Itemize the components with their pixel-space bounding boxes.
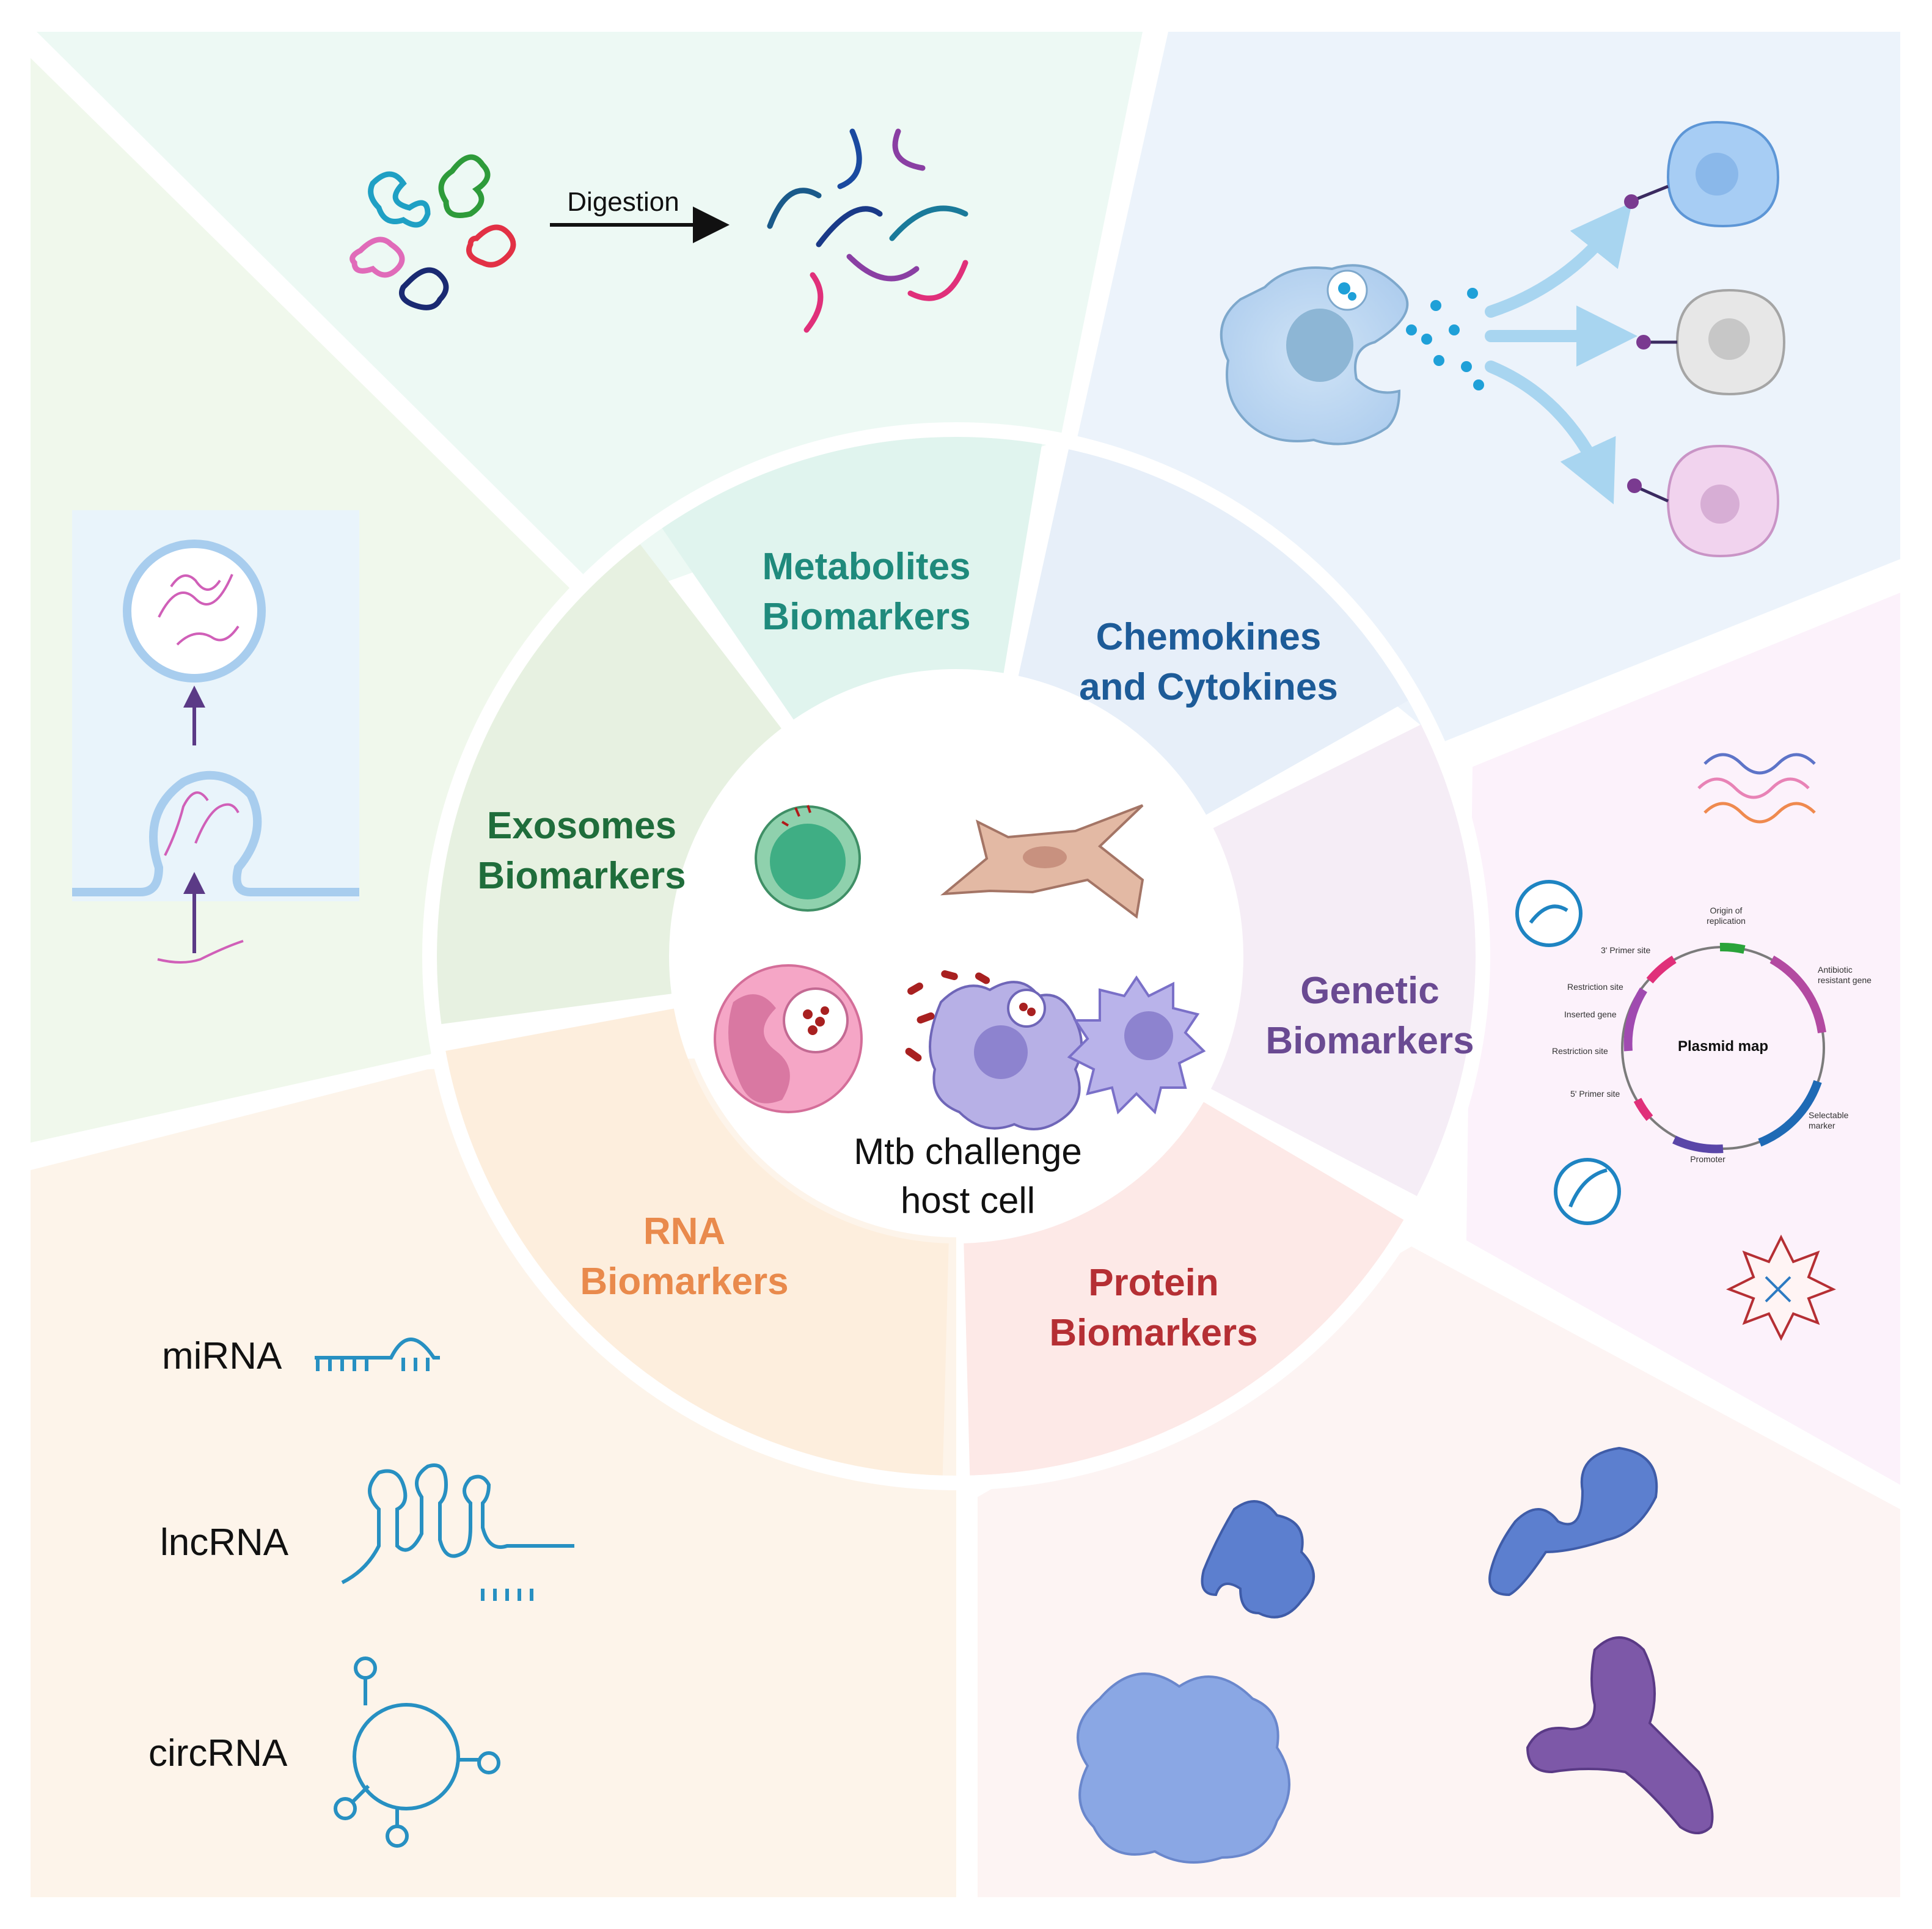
mirna-hairpin-icon <box>315 1338 440 1371</box>
rna-label-line1: RNA <box>643 1210 725 1253</box>
target-cell-icon <box>1636 288 1786 396</box>
exosome-vesicle-icon <box>123 540 266 683</box>
protein-blob-icon <box>1488 1446 1658 1597</box>
infected-macrophage-icon <box>905 970 1083 1130</box>
folded-molecule-icon <box>349 154 516 310</box>
plasmid-antibiotic-line2: resistant gene <box>1818 975 1872 985</box>
metabolites-label-line2: Biomarkers <box>762 596 970 638</box>
dna-damage-icon <box>1726 1234 1836 1341</box>
genetic-illustration: Plasmid map Origin of replication Antibi… <box>1515 753 1872 1341</box>
chemokines-illustration <box>1220 120 1786 558</box>
dna-scan-icon <box>1515 880 1583 947</box>
lncrna-icon <box>341 1463 574 1601</box>
protein-blob-icon <box>1526 1636 1714 1834</box>
plasmid-primer5: 5' Primer site <box>1570 1089 1620 1099</box>
fibroblast-icon <box>940 804 1144 919</box>
rna-illustration: miRNA lncRNA circRNA <box>148 1335 574 1848</box>
molecule-fragment-icon <box>767 128 968 333</box>
center-cells: Mtb challenge host cell <box>714 804 1206 1221</box>
budding-membrane-icon <box>72 771 359 896</box>
protein-label-line2: Biomarkers <box>1049 1312 1257 1354</box>
exosomes-illustration <box>72 510 359 964</box>
plasmid-title: Plasmid map <box>1678 1038 1768 1055</box>
protein-illustration <box>1077 1446 1714 1864</box>
plasmid-primer3: 3' Primer site <box>1601 945 1650 955</box>
dendritic-cell-icon <box>1067 975 1206 1115</box>
mirna-label: miRNA <box>162 1335 282 1377</box>
plasmid-map: Plasmid map Origin of replication Antibi… <box>1552 906 1872 1164</box>
rna-sector <box>445 1008 949 1476</box>
plasmid-origin-line1: Origin of <box>1710 906 1743 915</box>
plasmid-origin-line2: replication <box>1707 916 1746 926</box>
plasmid-restriction-bottom: Restriction site <box>1552 1046 1608 1056</box>
lymphocyte-icon <box>755 805 861 912</box>
dna-strand-icon <box>1697 753 1816 824</box>
circrna-label: circRNA <box>148 1732 288 1774</box>
lncrna-label: lncRNA <box>160 1521 289 1564</box>
rna-strand <box>157 940 244 964</box>
target-cell-icon <box>1627 444 1780 558</box>
metabolites-label-line1: Metabolites <box>762 546 970 588</box>
metabolites-sector <box>662 437 1042 720</box>
genetic-label-line1: Genetic <box>1300 970 1439 1012</box>
exosomes-label-line2: Biomarkers <box>477 855 686 897</box>
rna-label-line2: Biomarkers <box>580 1261 788 1303</box>
neutrophil-icon <box>714 964 863 1113</box>
plasmid-inserted: Inserted gene <box>1564 1009 1617 1019</box>
exosomes-sector <box>437 544 781 1024</box>
target-cell-icon <box>1624 120 1780 228</box>
sector-labels: Metabolites Biomarkers Chemokines and Cy… <box>477 546 1474 1354</box>
center-title-line2: host cell <box>901 1180 1035 1221</box>
signal-arrows <box>1485 202 1637 505</box>
ring-border <box>422 422 1490 1490</box>
plasmid-promoter: Promoter <box>1690 1154 1725 1164</box>
chemokines-label-line1: Chemokines <box>1096 616 1322 658</box>
protein-blob-icon <box>1201 1500 1315 1619</box>
plasmid-antibiotic-line1: Antibiotic <box>1818 965 1853 975</box>
plasmid-selectable-line1: Selectable <box>1809 1110 1849 1120</box>
chemokines-label-line2: and Cytokines <box>1079 666 1338 708</box>
genetic-label-line2: Biomarkers <box>1265 1020 1474 1062</box>
genetic-sector <box>1210 724 1476 1196</box>
protein-label-line1: Protein <box>1088 1262 1219 1304</box>
protein-sector <box>964 1102 1404 1476</box>
dna-scan-icon <box>1554 1158 1621 1225</box>
macrophage-icon <box>1220 264 1484 445</box>
ring-sectors <box>422 422 1490 1490</box>
chemokines-sector <box>1018 449 1408 815</box>
exosomes-label-line1: Exosomes <box>487 805 676 847</box>
center-title-line1: Mtb challenge <box>854 1131 1082 1172</box>
plasmid-selectable-line2: marker <box>1809 1121 1835 1130</box>
metabolites-illustration: Digestion <box>349 128 968 333</box>
protein-blob-icon <box>1077 1672 1290 1864</box>
plasmid-restriction-top: Restriction site <box>1567 982 1623 992</box>
digestion-label: Digestion <box>567 187 679 217</box>
circrna-icon <box>334 1656 500 1848</box>
